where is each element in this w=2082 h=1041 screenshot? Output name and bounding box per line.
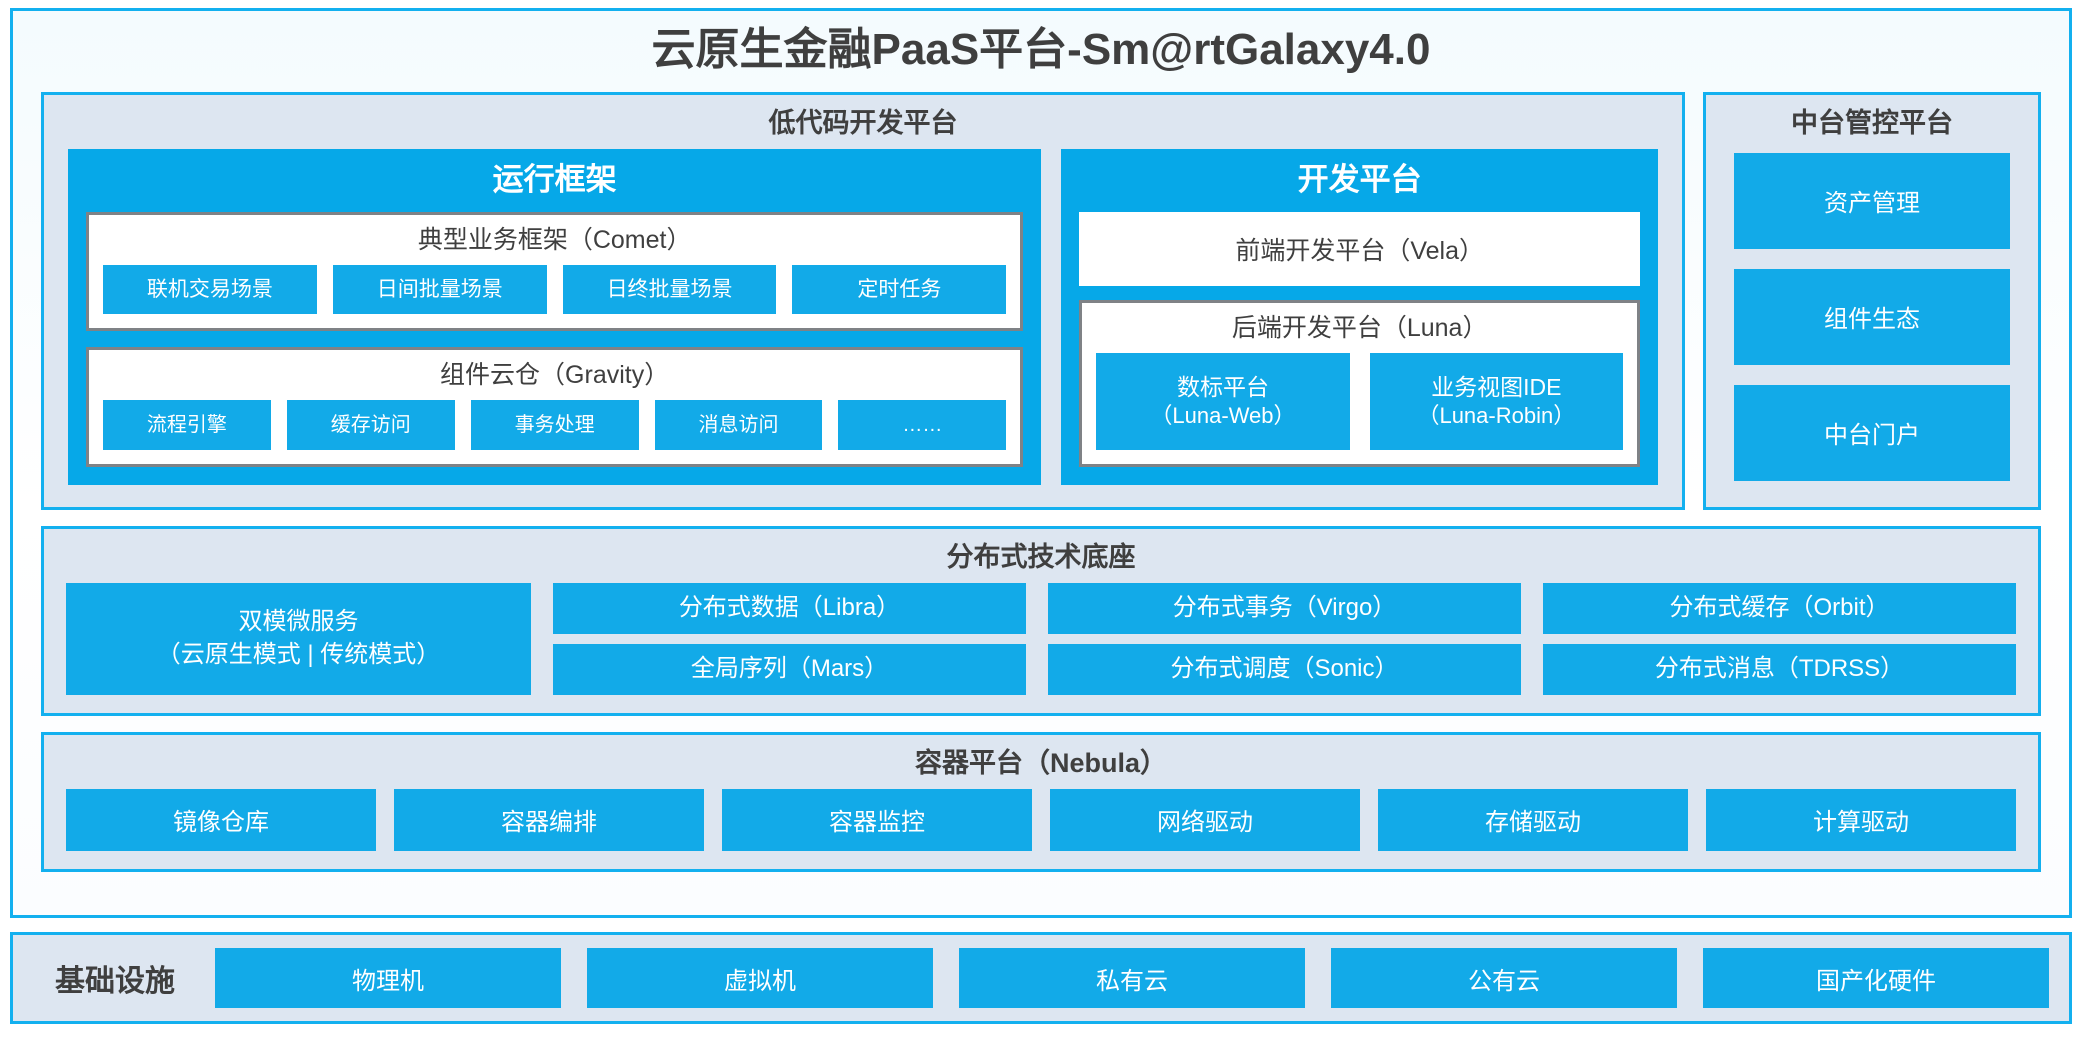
dual-mode-line2: （云原生模式 | 传统模式） <box>156 640 441 668</box>
gravity-chip-row: 流程引擎 缓存访问 事务处理 消息访问 …… <box>103 400 1007 450</box>
top-row: 低代码开发平台 运行框架 典型业务框架（Comet） 联机交易场景 日间批量场景 <box>41 91 2041 510</box>
infrastructure-item[interactable]: 虚拟机 <box>587 948 933 1008</box>
runtime-framework-inner: 典型业务框架（Comet） 联机交易场景 日间批量场景 日终批量场景 定时任务 … <box>86 212 1024 467</box>
distributed-cell[interactable]: 分布式数据（Libra） <box>553 582 1026 634</box>
midoffice-platform-panel: 中台管控平台 资产管理 组件生态 中台门户 <box>1703 91 2041 510</box>
dev-platform-title: 开发平台 <box>1297 161 1422 197</box>
distributed-cell[interactable]: 分布式事务（Virgo） <box>1048 582 1521 634</box>
luna-robin-name: 业务视图IDE <box>1431 374 1562 401</box>
distributed-base-body: 双模微服务 （云原生模式 | 传统模式） 分布式数据（Libra） 全局序列（M… <box>44 582 2038 713</box>
comet-chip[interactable]: 联机交易场景 <box>103 265 317 315</box>
infrastructure-item[interactable]: 国产化硬件 <box>1703 948 2049 1008</box>
gravity-chip-more[interactable]: …… <box>838 400 1007 450</box>
dual-mode-microservice-col: 双模微服务 （云原生模式 | 传统模式） <box>66 582 531 695</box>
comet-chip-row: 联机交易场景 日间批量场景 日终批量场景 定时任务 <box>103 265 1007 315</box>
container-item[interactable]: 网络驱动 <box>1050 788 1360 851</box>
luna-web-name: 数标平台 <box>1176 374 1269 401</box>
container-item[interactable]: 容器监控 <box>722 788 1032 851</box>
distributed-col-2: 分布式事务（Virgo） 分布式调度（Sonic） <box>1048 582 1521 695</box>
infrastructure-items: 物理机 虚拟机 私有云 公有云 国产化硬件 <box>215 948 2049 1008</box>
lowcode-platform-body: 运行框架 典型业务框架（Comet） 联机交易场景 日间批量场景 日终批量场景 … <box>44 148 1682 507</box>
platform-frame: 云原生金融PaaS平台-Sm@rtGalaxy4.0 低代码开发平台 运行框架 … <box>10 8 2072 918</box>
page-title: 云原生金融PaaS平台-Sm@rtGalaxy4.0 <box>651 25 1431 74</box>
distributed-cell[interactable]: 全局序列（Mars） <box>553 643 1026 695</box>
distributed-col-3: 分布式缓存（Orbit） 分布式消息（TDRSS） <box>1543 582 2016 695</box>
dev-platform-block: 开发平台 前端开发平台（Vela） 后端开发平台（Luna） 数标平台 （Lu <box>1061 148 1658 485</box>
comet-title: 典型业务框架（Comet） <box>417 226 692 255</box>
container-item[interactable]: 存储驱动 <box>1378 788 1688 851</box>
luna-web-chip[interactable]: 数标平台 （Luna-Web） <box>1096 353 1350 450</box>
infrastructure-item[interactable]: 物理机 <box>215 948 561 1008</box>
dual-mode-line1: 双模微服务 <box>238 608 359 636</box>
gravity-title: 组件云仓（Gravity） <box>440 361 670 390</box>
container-item[interactable]: 镜像仓库 <box>66 788 376 851</box>
midoffice-item[interactable]: 组件生态 <box>1734 268 2010 365</box>
midoffice-item[interactable]: 资产管理 <box>1734 152 2010 249</box>
dev-platform-inner: 前端开发平台（Vela） 后端开发平台（Luna） 数标平台 （Luna-Web… <box>1079 212 1640 467</box>
midoffice-list: 资产管理 组件生态 中台门户 <box>1706 149 2038 507</box>
distributed-cell[interactable]: 分布式调度（Sonic） <box>1048 643 1521 695</box>
distributed-base-title: 分布式技术底座 <box>946 541 1136 572</box>
distributed-cell[interactable]: 分布式消息（TDRSS） <box>1543 643 2016 695</box>
luna-card: 后端开发平台（Luna） 数标平台 （Luna-Web） <box>1079 300 1640 467</box>
dual-mode-microservice-cell[interactable]: 双模微服务 （云原生模式 | 传统模式） <box>66 582 531 695</box>
midoffice-platform-title: 中台管控平台 <box>1791 107 1953 138</box>
comet-chip[interactable]: 定时任务 <box>792 265 1007 315</box>
gravity-card: 组件云仓（Gravity） 流程引擎 缓存访问 事务处理 消息访问 …… <box>86 347 1024 467</box>
luna-chip-row: 数标平台 （Luna-Web） 业务视图IDE （Luna-Robin） <box>1096 353 1624 450</box>
distributed-cell[interactable]: 分布式缓存（Orbit） <box>1543 582 2016 634</box>
vela-card[interactable]: 前端开发平台（Vela） <box>1079 212 1640 287</box>
infrastructure-label: 基础设施 <box>55 965 175 998</box>
infrastructure-panel: 基础设施 物理机 虚拟机 私有云 公有云 国产化硬件 <box>10 932 2072 1024</box>
midoffice-item[interactable]: 中台门户 <box>1734 384 2010 481</box>
distributed-col-1: 分布式数据（Libra） 全局序列（Mars） <box>553 582 1026 695</box>
comet-chip[interactable]: 日间批量场景 <box>332 265 547 315</box>
comet-card: 典型业务框架（Comet） 联机交易场景 日间批量场景 日终批量场景 定时任务 <box>86 212 1024 332</box>
gravity-chip[interactable]: 消息访问 <box>654 400 823 450</box>
runtime-framework-title: 运行框架 <box>492 161 617 197</box>
gravity-chip[interactable]: 缓存访问 <box>286 400 455 450</box>
lowcode-platform-title: 低代码开发平台 <box>768 107 958 138</box>
container-item[interactable]: 容器编排 <box>394 788 704 851</box>
container-platform-title: 容器平台（Nebula） <box>914 747 1168 778</box>
luna-title: 后端开发平台（Luna） <box>1231 314 1488 343</box>
container-platform-panel: 容器平台（Nebula） 镜像仓库 容器编排 容器监控 网络驱动 存储驱动 计算… <box>41 731 2041 872</box>
luna-robin-sub: （Luna-Robin） <box>1417 403 1576 428</box>
gravity-chip[interactable]: 事务处理 <box>470 400 639 450</box>
distributed-base-panel: 分布式技术底座 双模微服务 （云原生模式 | 传统模式） 分布式数据（Libra… <box>41 525 2041 716</box>
comet-chip[interactable]: 日终批量场景 <box>562 265 777 315</box>
runtime-framework-block: 运行框架 典型业务框架（Comet） 联机交易场景 日间批量场景 日终批量场景 … <box>68 148 1042 485</box>
infrastructure-item[interactable]: 公有云 <box>1331 948 1677 1008</box>
container-item[interactable]: 计算驱动 <box>1706 788 2016 851</box>
luna-robin-chip[interactable]: 业务视图IDE （Luna-Robin） <box>1369 353 1624 450</box>
container-platform-body: 镜像仓库 容器编排 容器监控 网络驱动 存储驱动 计算驱动 <box>44 788 2038 869</box>
lowcode-platform-panel: 低代码开发平台 运行框架 典型业务框架（Comet） 联机交易场景 日间批量场景 <box>41 91 1685 510</box>
infrastructure-item[interactable]: 私有云 <box>959 948 1305 1008</box>
luna-web-sub: （Luna-Web） <box>1150 403 1296 428</box>
gravity-chip[interactable]: 流程引擎 <box>103 400 271 450</box>
